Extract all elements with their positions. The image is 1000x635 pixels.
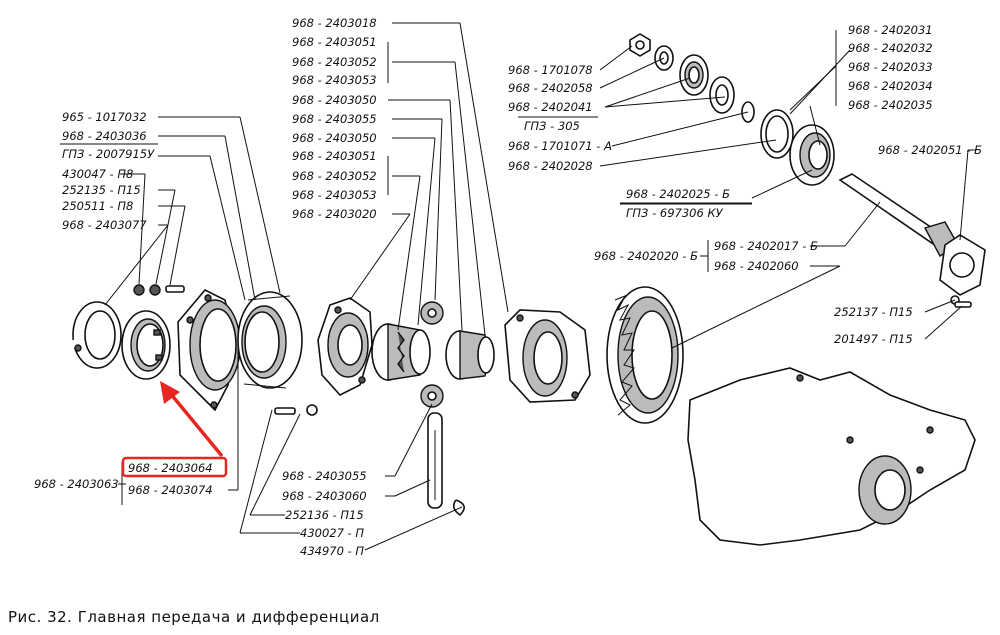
label-968-2403055-b: 968 - 2403055 [282,469,367,483]
label-968-1701078: 968 - 1701078 [508,63,593,77]
label-968-2402034: 968 - 2402034 [848,79,933,93]
label-252137-p15: 252137 - П15 [834,305,913,319]
pinion-shaft-part [427,412,443,509]
drive-pinion-part [838,173,959,257]
part-labels: 968 - 2403018 968 - 2403051 968 - 240305… [34,16,982,558]
label-968-2403055-a: 968 - 2403055 [292,112,377,126]
label-968-2403050-a: 968 - 2403050 [292,93,377,107]
label-968-2402020-b: 968 - 2402020 - Б [594,249,698,263]
label-252135-p15: 252135 - П15 [62,183,141,197]
highlight-box [121,456,228,478]
bolt-hardware-part [133,284,185,296]
seal-ring-part [760,109,794,159]
label-968-2402028: 968 - 2402028 [508,159,593,173]
roller-bearing-part [789,124,835,186]
label-968-2403074: 968 - 2403074 [128,483,213,497]
highlight-arrowhead [160,381,180,404]
side-gear-right-part [445,330,495,380]
label-968-2402033: 968 - 2402033 [848,60,933,74]
label-968-2403051-a: 968 - 2403051 [292,35,377,49]
large-bearing-part [237,291,303,389]
label-430027-p: 430027 - П [300,526,364,540]
side-gear-left-part [371,323,431,381]
pinion-gear-bottom-part [420,384,444,408]
pinion-gear-top-part [420,301,444,325]
label-968-2402051-b: 968 - 2402051 - Б [878,143,982,157]
spacer-part [709,76,735,114]
lock-ring-part [70,301,122,369]
label-968-2403018: 968 - 2403018 [292,16,377,30]
ring-gear-part [606,286,684,424]
pin-hardware-part [274,404,318,416]
bearing-cup-part [121,310,171,380]
label-968-2402032: 968 - 2402032 [848,41,933,55]
label-430047-p8: 430047 - П8 [62,167,133,181]
label-968-1701071-a: 968 - 1701071 - А [508,139,612,153]
label-968-2402058: 968 - 2402058 [508,81,593,95]
label-968-2403053-a: 968 - 2403053 [292,73,377,87]
label-968-2403064: 968 - 2403064 [128,461,213,475]
label-968-2403060: 968 - 2403060 [282,489,367,503]
label-968-2402031: 968 - 2402031 [848,23,933,37]
label-965-1017032: 965 - 1017032 [62,110,147,124]
gasket-plate-part [939,234,986,296]
highlight-arrow [168,391,224,458]
label-968-2403052-a: 968 - 2403052 [292,55,377,69]
label-gpz-305: ГПЗ - 305 [524,119,580,133]
label-252136-p15: 252136 - П15 [285,508,364,522]
label-968-2403020: 968 - 2403020 [292,207,377,221]
diff-cover-part [317,297,373,396]
highlight-annotation [121,381,228,478]
label-gpz-2007915: ГПЗ - 2007915У [62,147,155,161]
label-968-2403053-b: 968 - 2403053 [292,188,377,202]
label-968-2403050-b: 968 - 2403050 [292,131,377,145]
label-gpz-697306: ГПЗ - 697306 КУ [626,206,724,220]
label-968-2403077: 968 - 2403077 [62,218,147,232]
label-968-2402025-b: 968 - 2402025 - Б [626,187,730,201]
leader-lines [104,22,976,551]
label-968-2402035: 968 - 2402035 [848,98,933,112]
label-968-2402017-b: 968 - 2402017 - Б [714,239,818,253]
bearing-housing-part [177,289,241,412]
gearbox-housing-part [687,367,976,546]
small-bearing-part [679,54,709,96]
label-250511-p8: 250511 - П8 [62,199,133,213]
label-434970-p: 434970 - П [300,544,364,558]
label-968-2402041: 968 - 2402041 [508,100,593,114]
label-968-2403051-b: 968 - 2403051 [292,149,377,163]
label-968-2403036: 968 - 2403036 [62,129,147,143]
right-bolt-part [950,295,972,308]
circlip-part [452,499,465,517]
nut-part [629,33,651,57]
diff-case-part [504,309,591,403]
label-968-2403052-b: 968 - 2403052 [292,169,377,183]
figure-caption: Рис. 32. Главная передача и дифференциал [8,608,380,626]
label-201497-p15: 201497 - П15 [834,332,913,346]
label-968-2402060: 968 - 2402060 [714,259,799,273]
label-968-2403063: 968 - 2403063 [34,477,119,491]
